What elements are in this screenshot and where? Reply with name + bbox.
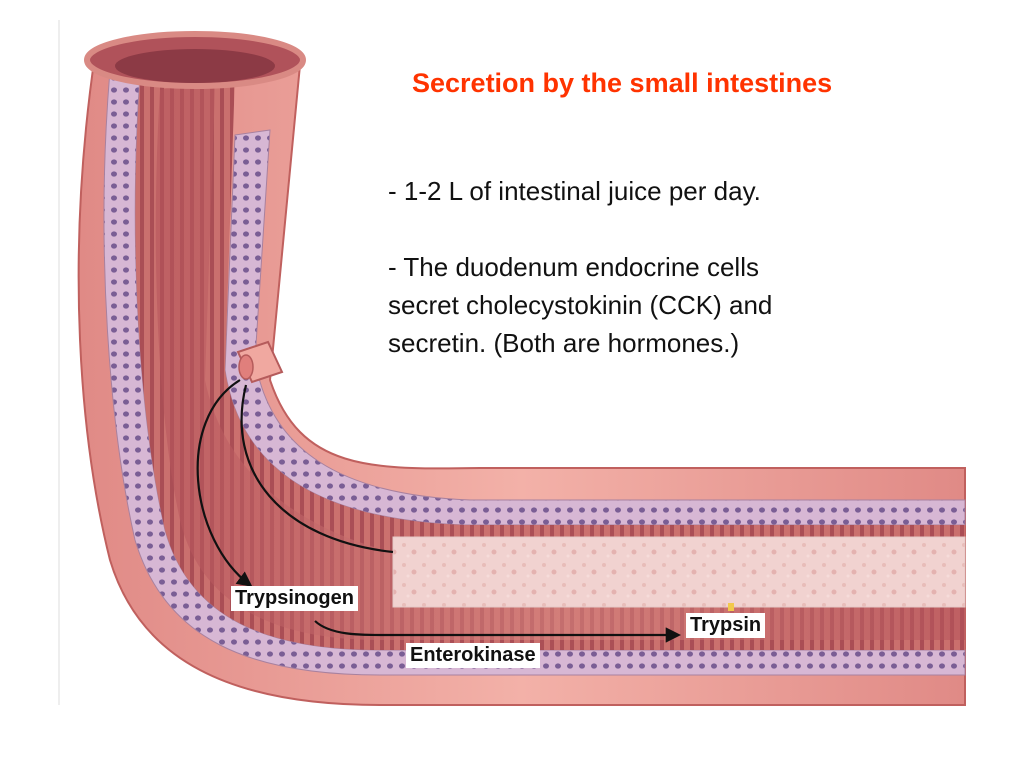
slide-title: Secretion by the small intestines — [412, 68, 833, 98]
intestinal-lumen — [135, 71, 965, 651]
cutaway-panel — [392, 536, 966, 608]
arrow-trypsinogen-to-trypsin — [314, 620, 682, 643]
epithelial-cell-layer-inner — [224, 129, 966, 526]
label-trypsin: Trypsin — [686, 613, 766, 638]
arrow-duct-to-lumen — [240, 384, 394, 554]
bullet-item: - The duodenum endocrine cells secret ch… — [388, 252, 773, 358]
tube-opening-inner — [115, 49, 275, 83]
trypsin-marker — [728, 603, 734, 611]
label-enterokinase: Enterokinase — [406, 643, 540, 668]
label-trypsinogen: Trypsinogen — [231, 586, 358, 611]
pancreatic-duct-opening — [238, 354, 254, 380]
bullet-item: - 1-2 L of intestinal juice per day. — [388, 176, 761, 206]
arrow-duct-to-trypsinogen — [196, 379, 253, 587]
bullet-list: - 1-2 L of intestinal juice per day. - T… — [388, 172, 948, 362]
